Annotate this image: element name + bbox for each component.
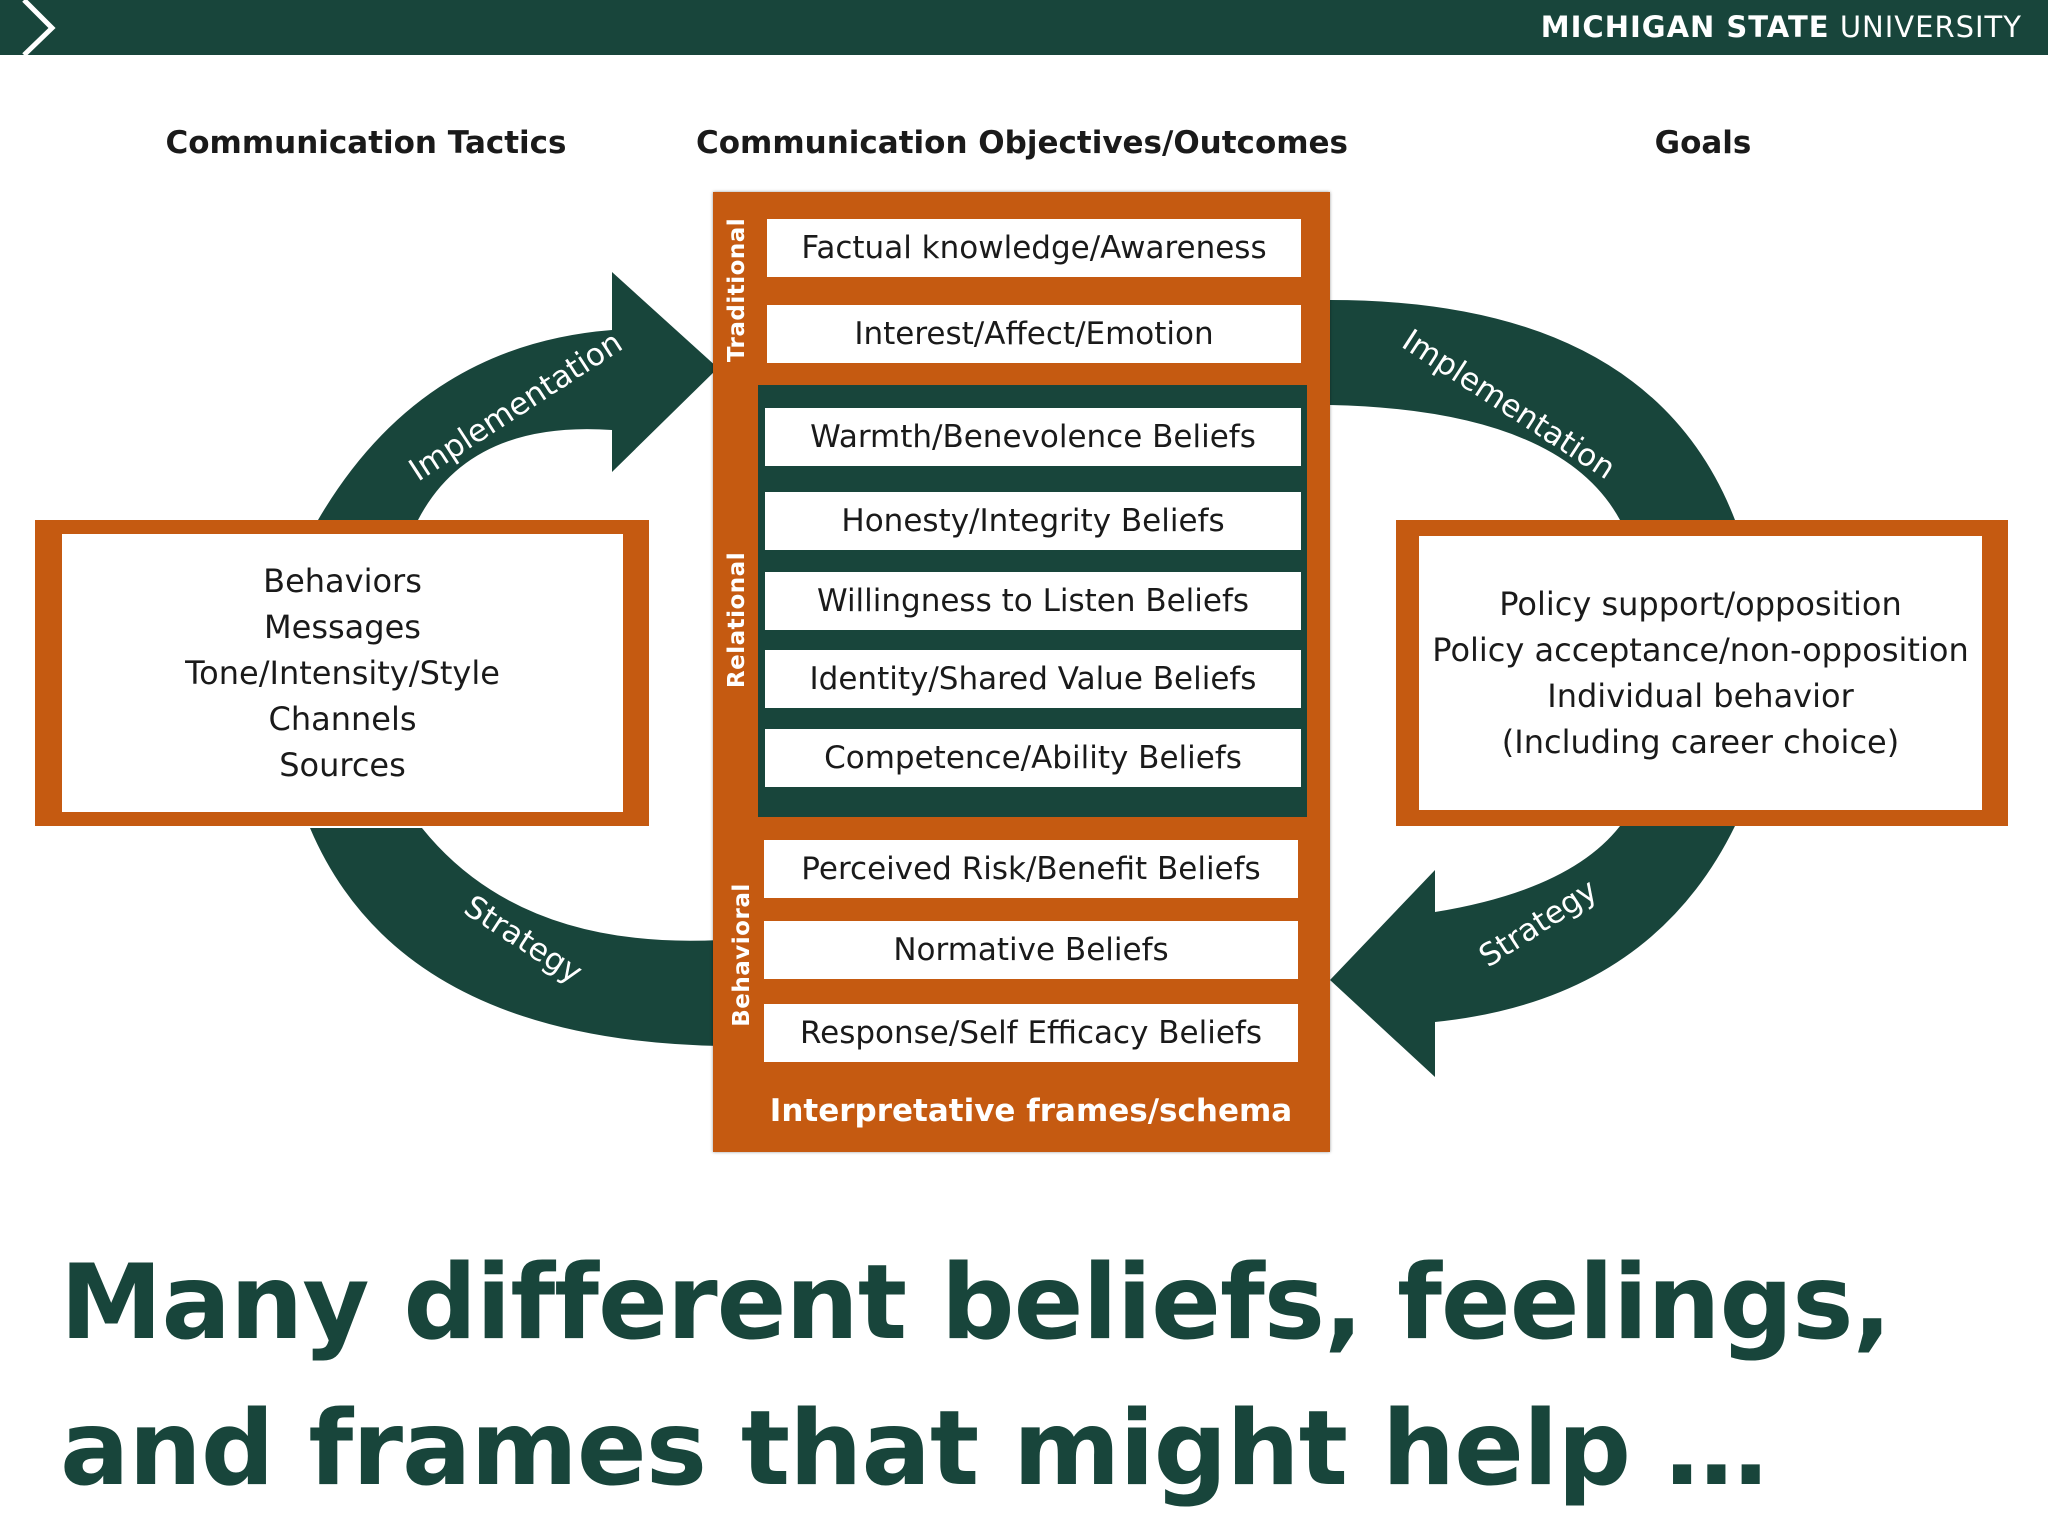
brand-bold: MICHIGAN STATE	[1540, 10, 1830, 44]
objective-item: Perceived Risk/Benefit Beliefs	[764, 840, 1298, 898]
objective-item: Interest/Affect/Emotion	[767, 305, 1301, 363]
group-label-traditional: Traditional	[724, 217, 750, 363]
objective-item: Factual knowledge/Awareness	[767, 219, 1301, 277]
group-label-behavioral: Behavioral	[729, 883, 755, 1027]
header-communication-tactics: Communication Tactics	[165, 125, 567, 161]
objective-item: Identity/Shared Value Beliefs	[765, 650, 1301, 708]
university-wordmark: MICHIGAN STATE UNIVERSITY	[1541, 10, 2022, 44]
left-strategy-arrow	[310, 828, 720, 1046]
interpretative-frames-label: Interpretative frames/schema	[769, 1093, 1293, 1129]
right-implementation-arrow	[1330, 300, 1735, 520]
objective-item: Response/Self Efficacy Beliefs	[764, 1004, 1298, 1062]
header-goals: Goals	[1654, 125, 1752, 161]
right-strategy-arrow	[1330, 826, 1735, 1077]
objective-item: Willingness to Listen Beliefs	[765, 572, 1301, 630]
goals-box: Policy support/opposition Policy accepta…	[1396, 520, 2008, 826]
headline-line-1: Many different beliefs, feelings,	[60, 1243, 1892, 1363]
tactic-item: Messages	[264, 608, 421, 646]
tactic-item: Behaviors	[263, 562, 422, 600]
group-label-relational: Relational	[724, 551, 750, 689]
header-bar: MICHIGAN STATE UNIVERSITY	[0, 0, 2048, 55]
brand-light: UNIVERSITY	[1839, 10, 2022, 44]
goal-item: Policy support/opposition	[1499, 585, 1902, 623]
left-implementation-arrow	[318, 272, 718, 520]
header-objectives-outcomes: Communication Objectives/Outcomes	[695, 125, 1349, 161]
objective-item: Normative Beliefs	[764, 921, 1298, 979]
goal-item: (Including career choice)	[1501, 723, 1900, 761]
tactics-box: Behaviors Messages Tone/Intensity/Style …	[35, 520, 649, 826]
tactic-item: Tone/Intensity/Style	[185, 654, 500, 692]
headline-line-2: and frames that might help …	[60, 1389, 1768, 1509]
objective-item: Competence/Ability Beliefs	[765, 729, 1301, 787]
tactics-list: Behaviors Messages Tone/Intensity/Style …	[62, 534, 623, 812]
slide-headline: Many different beliefs, feelings, and fr…	[60, 1230, 1892, 1522]
objective-item: Honesty/Integrity Beliefs	[765, 492, 1301, 550]
tactic-item: Sources	[279, 746, 406, 784]
goals-list: Policy support/opposition Policy accepta…	[1419, 536, 1982, 810]
tactic-item: Channels	[268, 700, 417, 738]
objective-item: Warmth/Benevolence Beliefs	[765, 408, 1301, 466]
goal-item: Policy acceptance/non-opposition	[1432, 631, 1969, 669]
goal-item: Individual behavior	[1547, 677, 1854, 715]
chevron-right-icon[interactable]	[0, 0, 70, 55]
